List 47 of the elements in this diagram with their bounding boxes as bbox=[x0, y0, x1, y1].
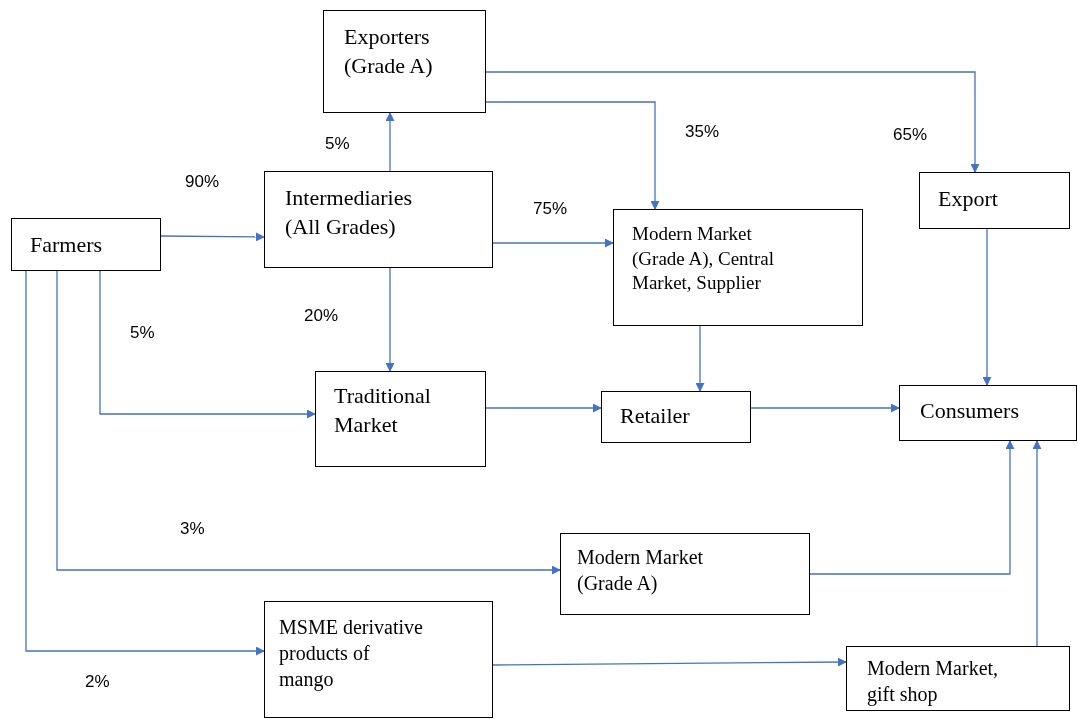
arrow bbox=[485, 71, 980, 173]
arrow bbox=[492, 238, 614, 248]
arrow bbox=[750, 403, 900, 413]
box-label: Traditional Market bbox=[334, 382, 432, 439]
arrow bbox=[385, 267, 395, 372]
arrow bbox=[982, 228, 992, 386]
arrow bbox=[385, 112, 395, 172]
edge-label: 5% bbox=[130, 323, 155, 343]
edge-label: 65% bbox=[893, 125, 928, 145]
arrow bbox=[485, 403, 602, 413]
edge-label: 35% bbox=[685, 122, 720, 142]
process-box bbox=[323, 10, 486, 113]
box-label: Exporters (Grade A) bbox=[344, 23, 434, 80]
process-box bbox=[315, 371, 486, 467]
process-box bbox=[601, 391, 751, 443]
edge-label: 5% bbox=[325, 134, 350, 154]
process-box bbox=[560, 533, 810, 615]
box-label: Retailer bbox=[620, 402, 690, 430]
arrow bbox=[809, 440, 1015, 575]
process-box bbox=[899, 385, 1077, 441]
process-box bbox=[264, 171, 493, 268]
box-label: Modern Market (Grade A), Central Market, Supplier bbox=[632, 222, 775, 296]
process-box bbox=[613, 209, 863, 326]
process-box bbox=[264, 601, 493, 718]
edge-label: 75% bbox=[533, 199, 568, 219]
arrow bbox=[160, 232, 265, 242]
box-label: Modern Market (Grade A) bbox=[577, 545, 705, 596]
arrow bbox=[56, 270, 561, 575]
box-label: MSME derivative products of mango bbox=[279, 615, 424, 692]
arrow bbox=[492, 657, 847, 667]
edge-label: 20% bbox=[304, 306, 339, 326]
edge-label: 90% bbox=[185, 172, 220, 192]
arrow bbox=[695, 325, 705, 392]
edge-label: 3% bbox=[180, 519, 205, 539]
box-label: Intermediaries (All Grades) bbox=[285, 184, 414, 241]
process-box bbox=[11, 218, 161, 271]
arrow bbox=[25, 270, 265, 656]
arrow bbox=[485, 101, 660, 210]
box-label: Export bbox=[938, 185, 998, 213]
arrow bbox=[1032, 440, 1042, 647]
process-box bbox=[846, 646, 1070, 711]
arrow bbox=[99, 270, 316, 419]
box-label: Modern Market, gift shop bbox=[867, 656, 1000, 707]
process-box bbox=[919, 172, 1070, 229]
edge-label: 2% bbox=[85, 672, 110, 692]
box-label: Farmers bbox=[30, 231, 103, 259]
box-label: Consumers bbox=[920, 397, 1019, 425]
